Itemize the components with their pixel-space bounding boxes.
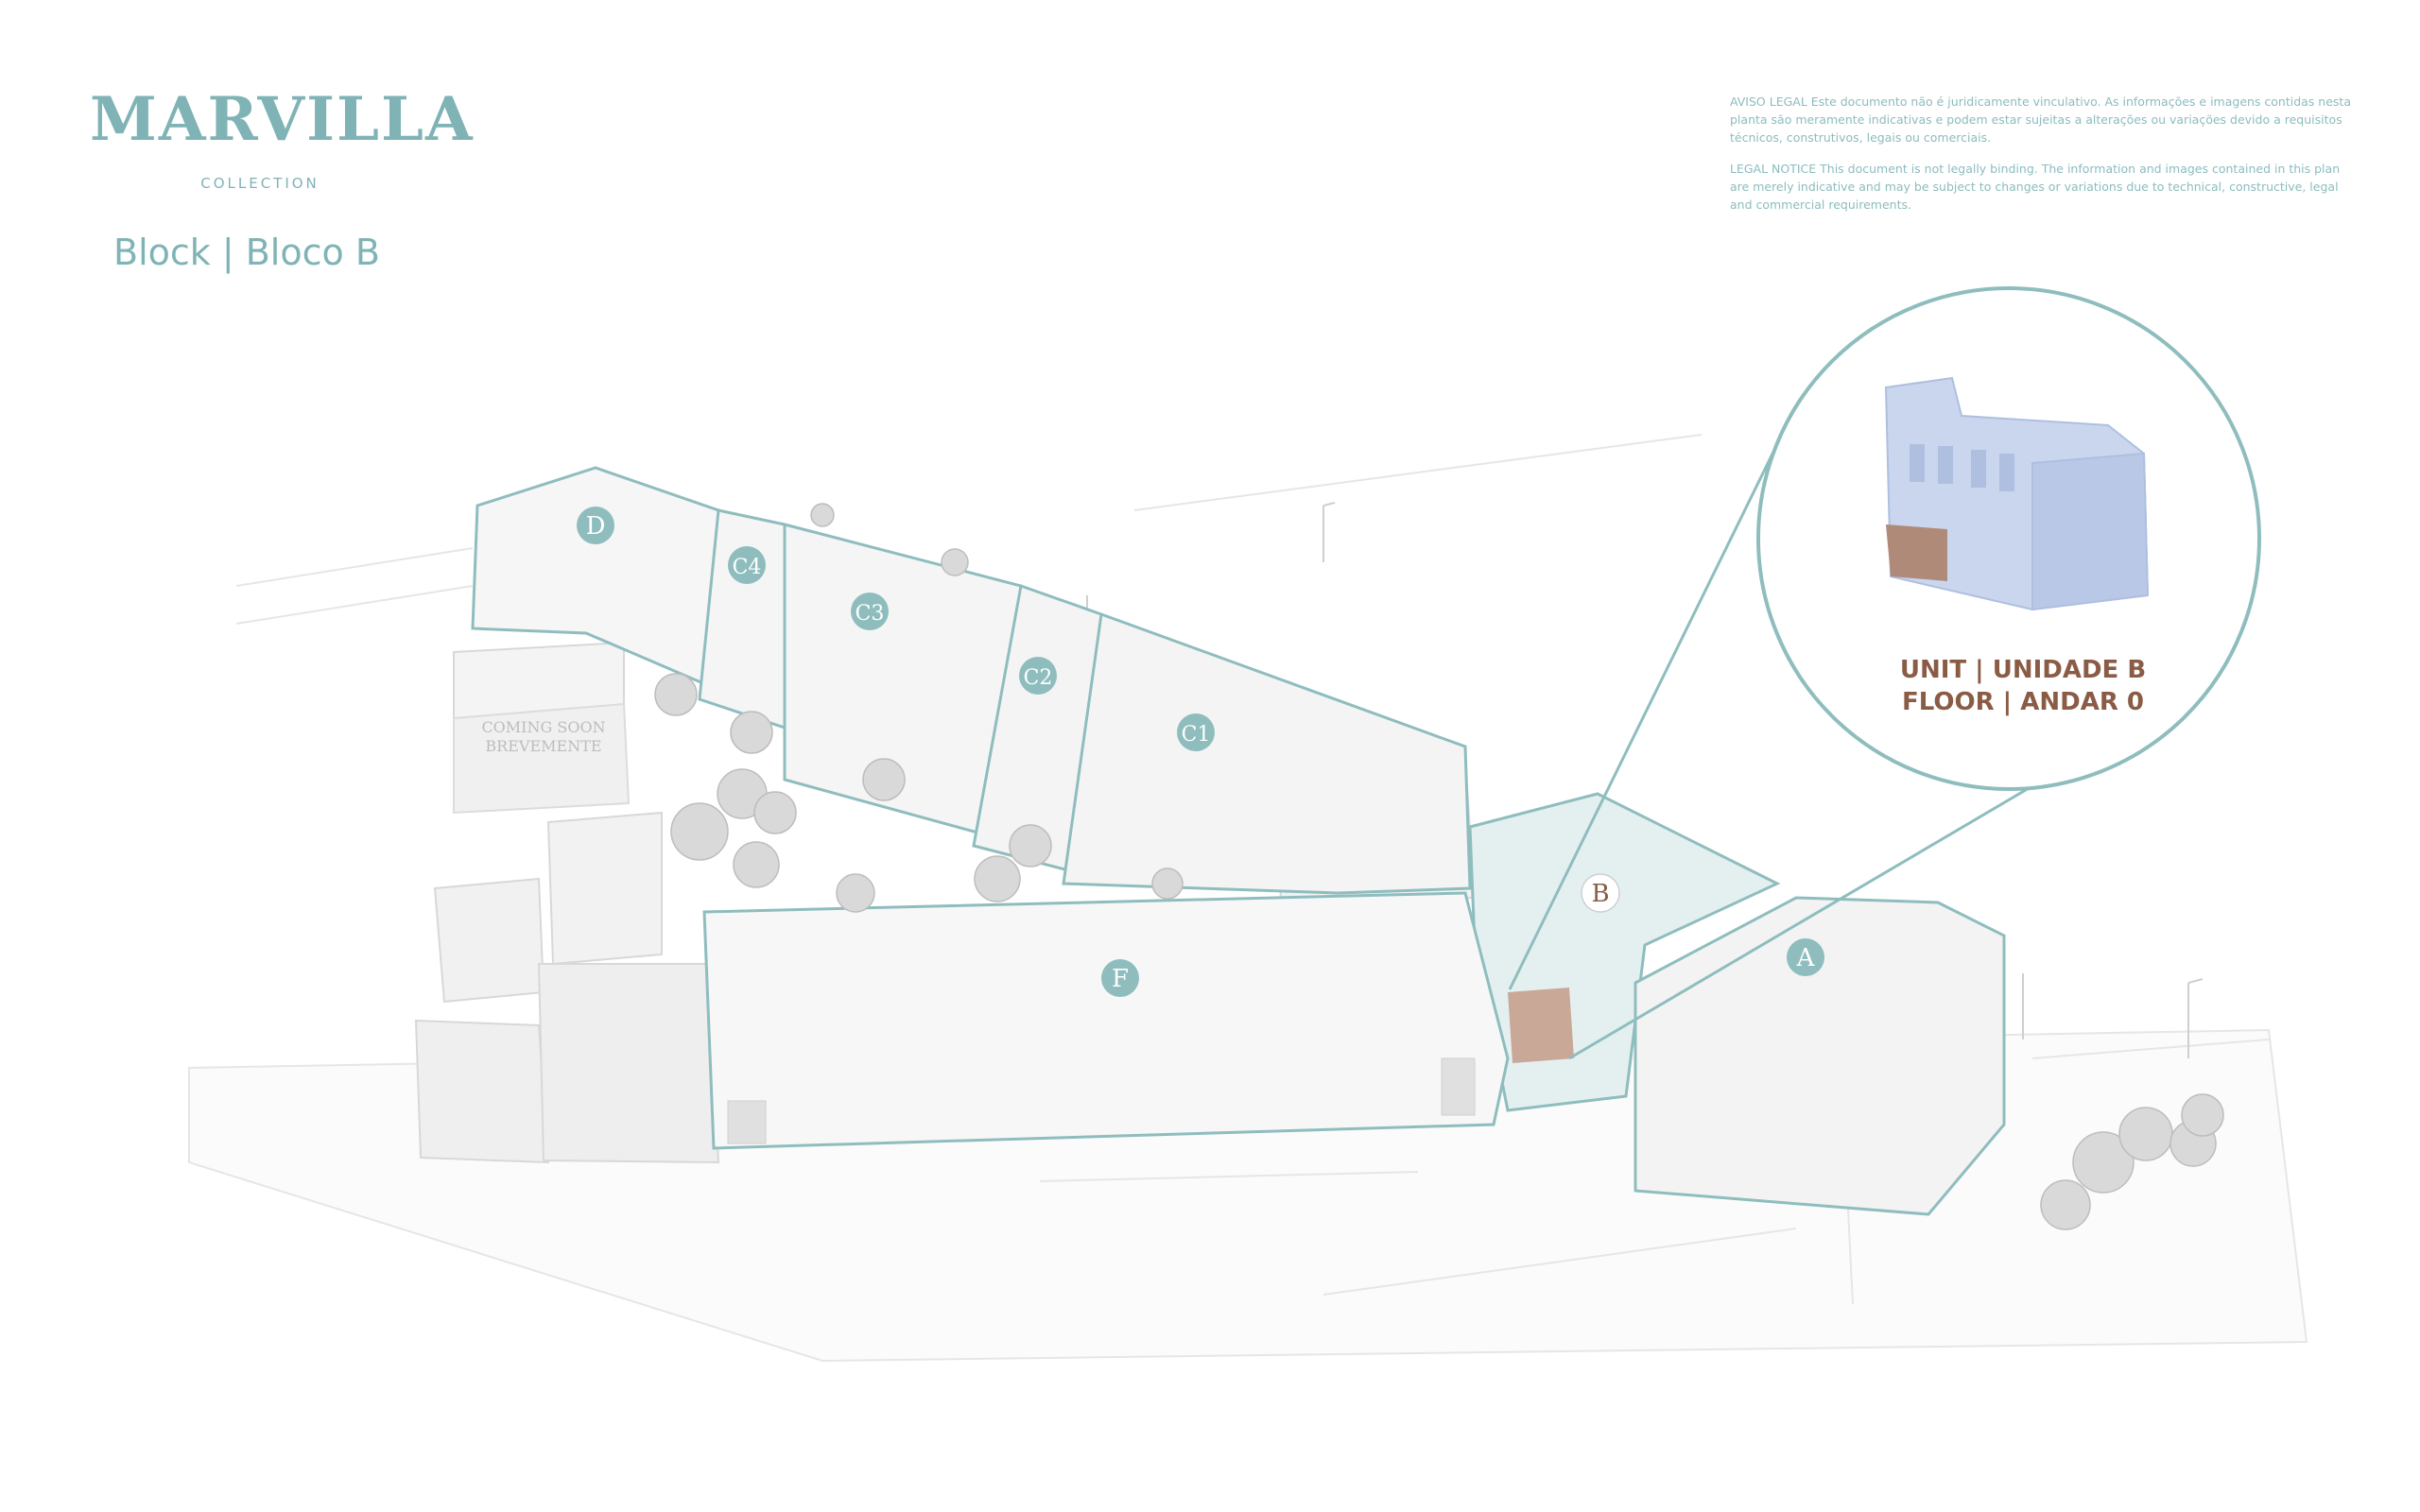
- marker-c2-label: C2: [1024, 666, 1053, 690]
- marker-b[interactable]: B: [1581, 873, 1620, 913]
- marker-d-label: D: [586, 512, 606, 541]
- coming-soon-label: COMING SOON: [481, 718, 605, 736]
- marker-c4[interactable]: C4: [728, 546, 766, 584]
- marker-f-label: F: [1112, 965, 1129, 993]
- unit-label: UNIT | UNIDADE B: [1899, 656, 2147, 684]
- marker-b-label: B: [1591, 880, 1609, 908]
- block-f[interactable]: [702, 891, 1510, 1150]
- legal-notice-en: LEGAL NOTICE This document is not legall…: [1730, 162, 2341, 212]
- unit-caption: UNIT | UNIDADE B FLOOR | ANDAR 0: [1848, 654, 2198, 718]
- unit-callout: [1508, 286, 2261, 1060]
- marker-f[interactable]: F: [1101, 959, 1139, 997]
- marker-c2[interactable]: C2: [1019, 657, 1057, 695]
- block-markers: D C4 C3 C2 C1 B A F: [577, 507, 1824, 997]
- legal-notice: AVISO LEGAL Este documento não é juridic…: [1730, 93, 2354, 227]
- page-title: Block | Bloco B: [113, 232, 380, 273]
- coming-soon-building: COMING SOON BREVEMENTE: [453, 702, 631, 815]
- marker-a-label: A: [1796, 944, 1816, 972]
- marker-d[interactable]: D: [577, 507, 614, 544]
- marker-c4-label: C4: [733, 556, 762, 579]
- block-c1[interactable]: [1062, 611, 1472, 895]
- brand-subtitle: COLLECTION: [200, 175, 320, 192]
- marker-c1-label: C1: [1182, 723, 1211, 747]
- block-a[interactable]: [1634, 896, 2006, 1216]
- marker-c3[interactable]: C3: [851, 593, 889, 630]
- marker-a[interactable]: A: [1787, 938, 1824, 976]
- coming-soon-label-pt: BREVEMENTE: [485, 737, 601, 755]
- floor-label: FLOOR | ANDAR 0: [1902, 688, 2144, 716]
- marker-c3-label: C3: [856, 602, 885, 626]
- legal-notice-pt: AVISO LEGAL Este documento não é juridic…: [1730, 94, 2351, 145]
- marker-c1[interactable]: C1: [1177, 713, 1215, 751]
- trees: [654, 503, 2224, 1230]
